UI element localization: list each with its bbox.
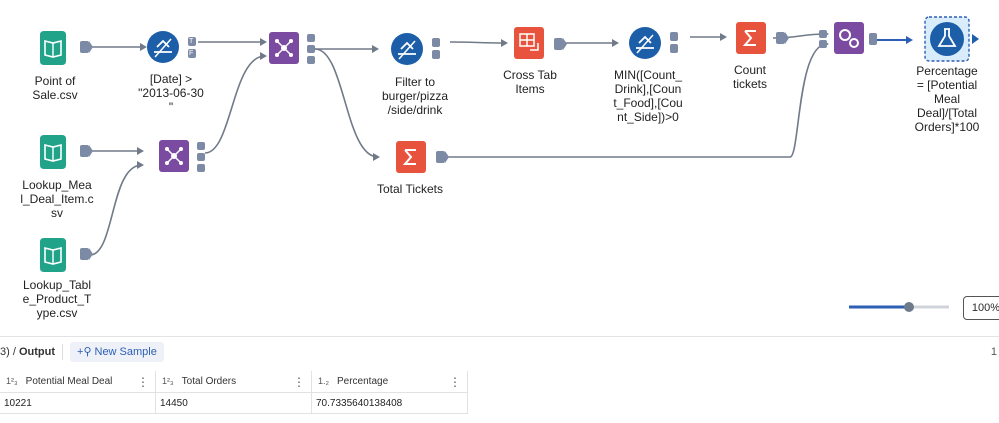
- results-path-name[interactable]: Output: [18, 346, 55, 358]
- total-tickets-label: Total Tickets: [376, 182, 444, 196]
- append-fields-tool[interactable]: [818, 22, 877, 56]
- count-tickets-label: Count tickets: [732, 63, 767, 91]
- header-divider: [62, 344, 63, 360]
- lookup-product-type-label: Lookup_Tabl e_Product_T ype.csv: [22, 278, 92, 320]
- kebab-menu-icon[interactable]: ⋮: [293, 375, 305, 389]
- page-number: 1: [990, 346, 997, 358]
- filter-icon: [147, 31, 196, 63]
- gears-icon: [819, 22, 877, 54]
- numeric-type-icon: 1.₂: [318, 376, 329, 386]
- filter-icon: [391, 33, 440, 65]
- zoom-slider[interactable]: [846, 300, 952, 314]
- join-icon: [269, 32, 315, 64]
- new-sample-label: New Sample: [94, 346, 157, 358]
- results-header: 3) / Output +⚲New Sample 1: [0, 336, 999, 367]
- book-icon: [40, 238, 93, 272]
- column-header[interactable]: 1.₂ Percentage ⋮: [311, 371, 468, 393]
- results-table: 1²₃ Potential Meal Deal ⋮ 1²₃ Total Orders ⋮…: [0, 371, 468, 414]
- summarize-icon: [736, 22, 789, 54]
- results-path: 3) / Output: [0, 346, 55, 358]
- total-tickets-tool[interactable]: [394, 141, 449, 175]
- column-header-label: Percentage: [337, 376, 389, 387]
- join-icon: [159, 140, 205, 172]
- filter-icon: [629, 27, 678, 59]
- min-filter-tool[interactable]: [628, 26, 678, 60]
- summarize-icon: [396, 141, 449, 173]
- book-icon: [40, 135, 93, 169]
- workflow-canvas[interactable]: Point of Sale.csv [Date] > "2013-06-30 "…: [0, 0, 999, 336]
- column-header-label: Total Orders: [181, 376, 237, 387]
- filter-burger-label: Filter to burger/pizza /side/drink: [381, 75, 449, 117]
- column-header[interactable]: 1²₃ Total Orders ⋮: [155, 371, 312, 393]
- date-filter-label: [Date] > "2013-06-30 ": [138, 72, 204, 114]
- numeric-type-icon: 1²₃: [6, 376, 18, 386]
- column-header-label: Potential Meal Deal: [25, 376, 113, 387]
- date-false-anchor[interactable]: F: [189, 50, 194, 57]
- lookup-meal-deal-label: Lookup_Mea l_Deal_Item.c sv: [20, 178, 94, 220]
- table-row[interactable]: 10221 14450 70.7335640138408: [0, 392, 468, 414]
- lookup-meal-deal-input-tool[interactable]: [38, 135, 93, 169]
- results-panel: 3) / Output +⚲New Sample 1 1²₃ Potential …: [0, 336, 999, 423]
- filter-burger-tool[interactable]: [390, 32, 440, 66]
- plus-icon: +: [77, 346, 84, 358]
- cross-tab-tool[interactable]: [512, 27, 567, 61]
- join-tool-main[interactable]: [265, 32, 315, 66]
- table-cell[interactable]: 10221: [0, 392, 156, 414]
- table-cell[interactable]: 70.7335640138408: [311, 392, 468, 414]
- date-true-anchor[interactable]: T: [189, 38, 194, 45]
- column-header[interactable]: 1²₃ Potential Meal Deal ⋮: [0, 371, 156, 393]
- table-cell[interactable]: 14450: [155, 392, 312, 414]
- flask-icon: [924, 16, 979, 62]
- min-filter-label: MIN([Count_ Drink],[Coun t_Food],[Cou nt…: [613, 68, 683, 124]
- point-of-sale-label: Point of Sale.csv: [32, 74, 78, 102]
- date-filter-tool[interactable]: [146, 30, 196, 64]
- point-of-sale-input-tool[interactable]: [38, 31, 93, 65]
- zoom-level-display[interactable]: 100%: [963, 296, 999, 320]
- wand-icon: ⚲: [83, 346, 92, 358]
- lookup-product-type-input-tool[interactable]: [38, 238, 93, 272]
- kebab-menu-icon[interactable]: ⋮: [449, 375, 461, 389]
- kebab-menu-icon[interactable]: ⋮: [137, 375, 149, 389]
- results-path-prefix: 3) /: [0, 346, 19, 358]
- cross-tab-icon: [514, 27, 567, 59]
- percentage-formula-label: Percentage = [Potential Meal Deal]/[Tota…: [914, 64, 980, 134]
- join-tool-lookup[interactable]: [155, 140, 205, 174]
- percentage-formula-tool[interactable]: [924, 16, 979, 62]
- book-icon: [40, 31, 93, 65]
- new-sample-button[interactable]: +⚲New Sample: [70, 342, 164, 362]
- count-tickets-tool[interactable]: [734, 22, 789, 56]
- cross-tab-label: Cross Tab Items: [503, 68, 557, 96]
- numeric-type-icon: 1²₃: [162, 376, 174, 386]
